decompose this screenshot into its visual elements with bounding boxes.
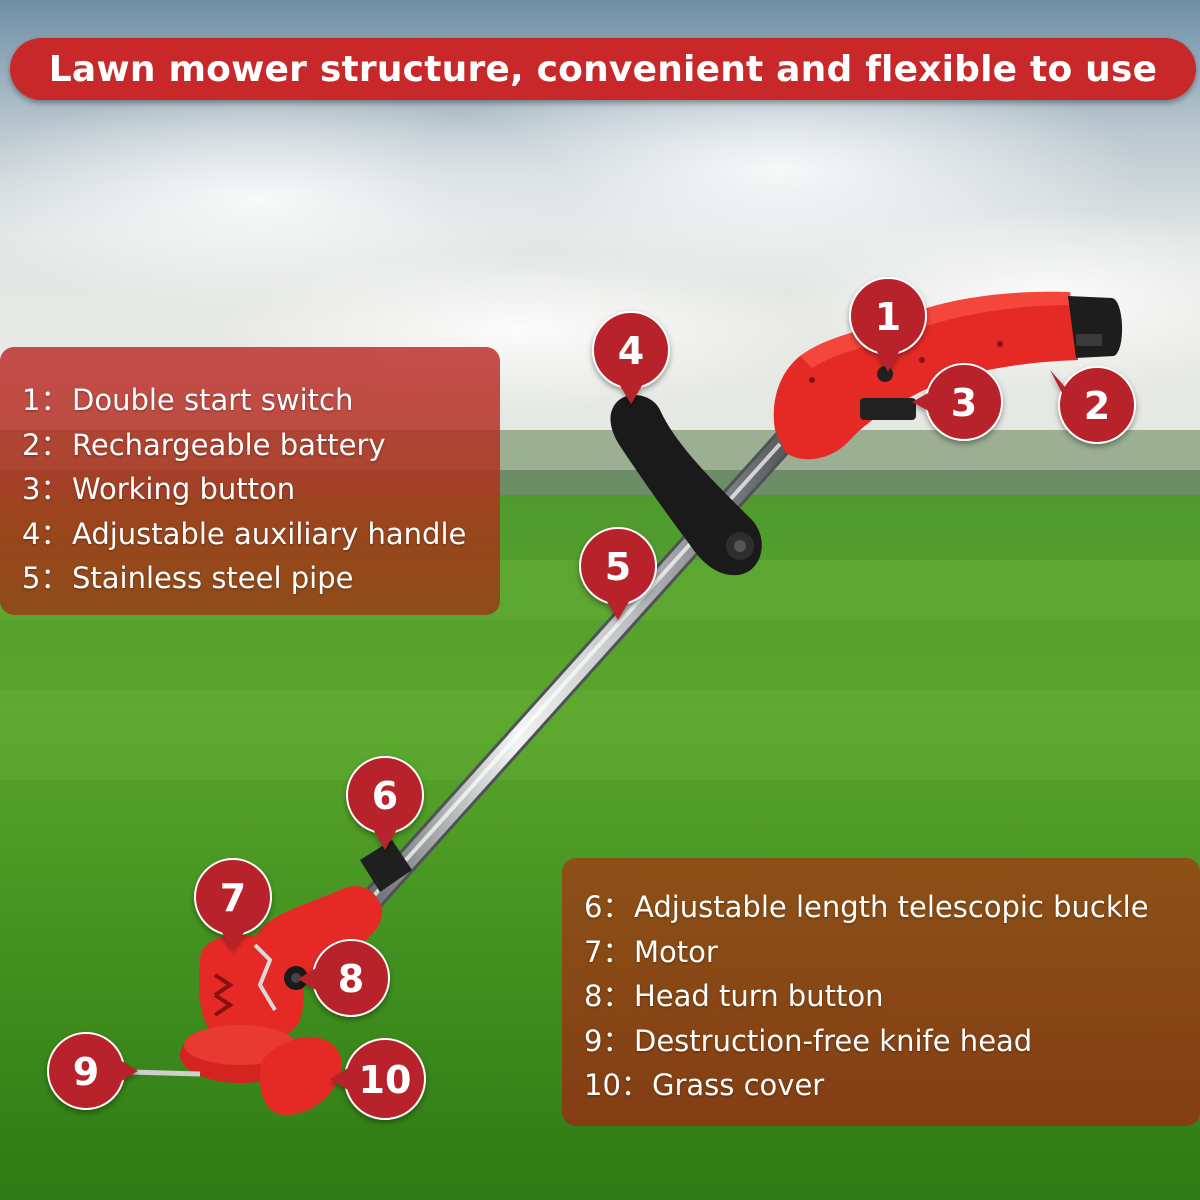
- battery: [1068, 296, 1123, 358]
- callout-marker-6[interactable]: 6: [346, 756, 424, 850]
- list-item: 10： Grass cover: [584, 1062, 1200, 1107]
- list-item-label: Adjustable length telescopic buckle: [634, 890, 1149, 924]
- list-item-label: Adjustable auxiliary handle: [72, 516, 467, 551]
- list-item-number: 4：: [22, 516, 70, 551]
- list-item-number: 2：: [22, 427, 70, 462]
- callout-marker-4[interactable]: 4: [592, 311, 670, 404]
- list-item: 1： Double start switch: [22, 377, 500, 422]
- list-item: 3： Working button: [22, 466, 500, 511]
- list-item-label: Double start switch: [72, 383, 354, 417]
- callout-number: 6: [372, 774, 398, 818]
- callout-marker-1[interactable]: 1: [849, 277, 927, 372]
- callout-number: 9: [73, 1050, 99, 1094]
- list-item: 4： Adjustable auxiliary handle: [22, 511, 500, 556]
- list-item-number: 1：: [22, 383, 70, 417]
- callout-marker-3[interactable]: 3: [912, 363, 1003, 441]
- list-item-number: 5：: [22, 561, 70, 595]
- callout-marker-9[interactable]: 9: [47, 1032, 138, 1110]
- motor-housing: [199, 886, 383, 1044]
- list-item: 5： Stainless steel pipe: [22, 555, 500, 600]
- parts-list-upper: 1： Double start switch 2： Rechargeable b…: [0, 347, 500, 615]
- list-item-label: Head turn button: [634, 979, 884, 1013]
- list-item-number: 9：: [584, 1023, 632, 1058]
- handle-body: [773, 291, 1078, 460]
- callout-marker-2[interactable]: 2: [1050, 366, 1136, 444]
- list-item: 2： Rechargeable battery: [22, 422, 500, 467]
- list-item-number: 10：: [584, 1068, 650, 1102]
- list-item-label: Destruction-free knife head: [634, 1023, 1033, 1058]
- callout-number: 1: [875, 295, 901, 339]
- callout-marker-8[interactable]: 8: [298, 939, 390, 1017]
- list-item: 9： Destruction-free knife head: [584, 1018, 1200, 1063]
- auxiliary-handle: [610, 394, 762, 576]
- grass-cover: [259, 1036, 342, 1115]
- callout-number: 8: [338, 957, 364, 1001]
- parts-list-lower: 6： Adjustable length telescopic buckle 7…: [562, 858, 1200, 1126]
- list-item-number: 6：: [584, 890, 632, 924]
- page-title: Lawn mower structure, convenient and fle…: [48, 48, 1158, 90]
- list-item: 6： Adjustable length telescopic buckle: [584, 884, 1200, 929]
- callout-marker-7[interactable]: 7: [194, 858, 272, 950]
- callout-marker-10[interactable]: 10: [330, 1038, 426, 1120]
- grass-stripe: [0, 690, 1200, 780]
- list-item-label: Stainless steel pipe: [72, 561, 354, 595]
- list-item-number: 3：: [22, 472, 70, 506]
- callout-number: 10: [359, 1058, 412, 1102]
- callout-number: 7: [220, 876, 246, 920]
- telescopic-buckle: [360, 840, 412, 892]
- list-item: 7： Motor: [584, 929, 1200, 974]
- callout-marker-5[interactable]: 5: [579, 527, 657, 620]
- list-item-label: Rechargeable battery: [72, 427, 386, 462]
- list-item-number: 7：: [584, 934, 632, 969]
- list-item-label: Motor: [634, 934, 718, 969]
- title-banner: Lawn mower structure, convenient and fle…: [10, 38, 1196, 100]
- list-item: 8： Head turn button: [584, 973, 1200, 1018]
- callout-number: 5: [605, 545, 631, 589]
- list-item-label: Grass cover: [652, 1068, 825, 1102]
- callout-number: 2: [1084, 384, 1110, 428]
- callout-number: 4: [618, 329, 644, 373]
- list-item-label: Working button: [72, 472, 296, 506]
- list-item-number: 8：: [584, 979, 632, 1013]
- callout-number: 3: [951, 381, 977, 425]
